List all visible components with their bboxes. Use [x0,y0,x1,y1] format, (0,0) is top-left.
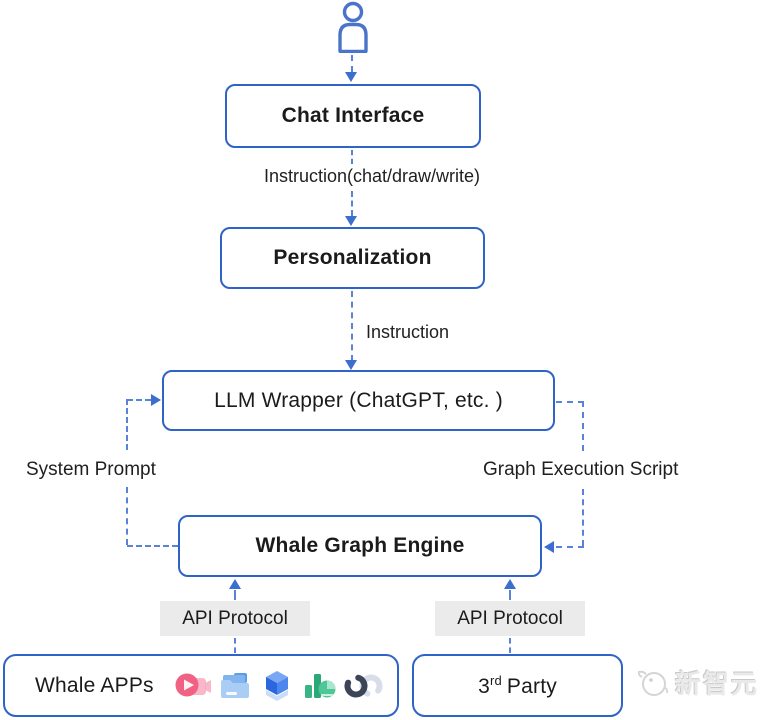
whale-apps-icon-row [174,668,384,704]
connector-graph-script-lower [582,489,584,546]
third-party-rest: Party [506,674,557,698]
node-whale-graph-engine-label: Whale Graph Engine [255,534,465,557]
arrowhead-api-right-into-engine [504,579,516,589]
node-llm-wrapper: LLM Wrapper (ChatGPT, etc. ) [162,370,555,431]
connector-graph-script-top [556,401,584,403]
api-protocol-left-label: API Protocol [182,607,288,629]
node-llm-wrapper-label: LLM Wrapper (ChatGPT, etc. ) [214,388,503,412]
node-chat-interface: Chat Interface [225,84,481,148]
folder-icon [220,672,249,698]
connector-system-prompt-upper [126,399,128,450]
arrowhead-api-left-into-engine [229,579,241,589]
third-party-base: 3 [478,674,490,698]
watermark-logo: 新智元 [636,664,759,701]
connector-label-to-personalization [351,191,353,216]
api-protocol-right-label: API Protocol [457,607,563,629]
loop-icon [344,674,383,697]
connector-api-left-upper [234,590,236,600]
node-personalization-label: Personalization [273,246,432,269]
node-whale-apps-label: Whale APPs [35,673,154,697]
api-protocol-right-badge: API Protocol [435,601,585,636]
connector-graph-script-upper [582,401,584,451]
edge-label-system-prompt: System Prompt [26,459,156,481]
node-whale-apps: Whale APPs [3,654,399,717]
connector-personalization-to-llm [351,291,353,361]
third-party-sup: rd [489,672,502,688]
connector-api-right-upper [509,590,511,600]
connector-chat-to-label [351,150,353,164]
connector-graph-script-bottom [556,546,584,548]
connector-api-right-lower [509,638,511,653]
api-protocol-left-badge: API Protocol [160,601,310,636]
chart-icon [304,673,336,698]
connector-system-prompt-bottom [127,545,178,547]
connector-system-prompt-lower [126,487,128,545]
node-chat-interface-label: Chat Interface [281,104,425,127]
cube-icon [265,670,288,701]
arrowhead-graph-script-into-engine [544,541,554,553]
arrowhead-into-personalization [345,216,357,226]
node-whale-graph-engine: Whale Graph Engine [178,515,542,577]
video-icon [175,673,211,696]
edge-label-instruction: Instruction [366,322,450,343]
arrowhead-into-llm-wrapper [345,360,357,370]
connector-user-to-chat [351,55,353,72]
connector-system-prompt-top [127,399,151,401]
edge-label-graph-execution-script: Graph Execution Script [483,459,679,481]
node-personalization: Personalization [220,227,485,289]
watermark-text: 新智元 [675,669,760,699]
user-icon [338,1,368,53]
arrowhead-into-chat-interface [345,72,357,82]
watermark-bird-icon [637,670,669,696]
arrowhead-system-prompt-into-llm [151,394,161,406]
connector-api-left-lower [234,638,236,653]
edge-label-instruction-detail: Instruction(chat/draw/write) [237,166,507,187]
